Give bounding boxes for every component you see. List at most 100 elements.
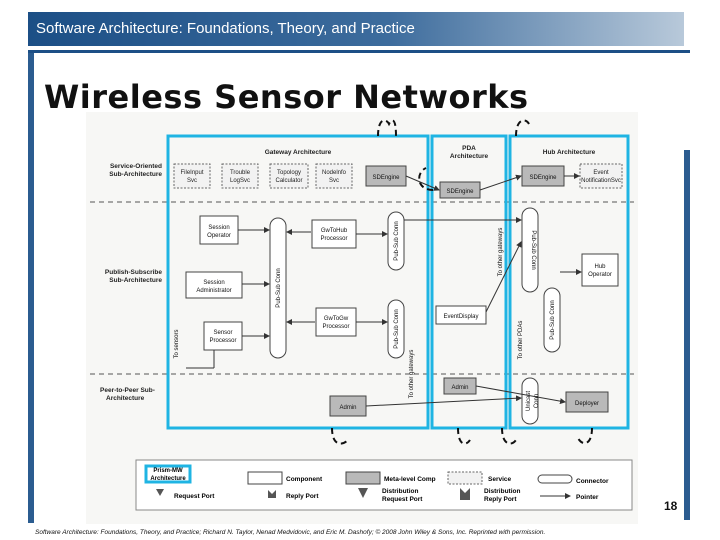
session-administrator-label-1: Session	[203, 280, 224, 286]
right-frame	[684, 150, 690, 520]
legend-meta-swatch	[345, 471, 381, 485]
unicast-label-1: Unicast	[526, 391, 532, 411]
pubsub-left-label: Pub-Sub Conn	[276, 268, 282, 307]
unicast-conn	[521, 377, 539, 425]
gw-to-hub-processor	[311, 219, 357, 249]
pda-left-loop	[418, 167, 434, 191]
service-fileinput	[173, 163, 211, 189]
gateway-title: Gateway Architecture	[265, 149, 332, 156]
hub-title: Hub Architecture	[543, 149, 596, 156]
header-rule	[28, 50, 690, 53]
service-nodeinfo	[315, 163, 353, 189]
service-troublelog-label-2: LogSvc	[230, 178, 250, 184]
arrow-eventdisplay-to-hub	[485, 241, 522, 313]
to-sensors-label: To sensors	[174, 329, 180, 358]
hub-deployer	[565, 391, 609, 413]
hub-operator-label-1: Hub	[594, 264, 606, 270]
legend-dist-request-icon	[358, 488, 368, 498]
gateway-bottom-loop	[331, 427, 349, 445]
service-fileinput-label-1: FileInput	[180, 170, 203, 176]
pda-to-other-gateways-label: To other gateways	[498, 228, 504, 277]
service-topology	[269, 163, 309, 189]
hub-pubsub-conn-top	[521, 207, 539, 293]
sensor-processor	[203, 321, 243, 351]
gateway-architecture-frame	[166, 134, 430, 430]
legend-request-port-icon	[156, 489, 164, 496]
legend-meta-label: Meta-level Comp	[384, 476, 436, 483]
service-nodeinfo-label-1: Nodelnfo	[322, 170, 347, 176]
hub-operator	[581, 253, 619, 287]
session-administrator	[185, 271, 243, 299]
pda-title-1: PDA	[462, 145, 476, 152]
label-peer-to-peer-1: Peer-to-Peer Sub-	[100, 387, 155, 394]
service-troublelog-label-1: Trouble	[230, 170, 251, 176]
pda-bottom-loop	[457, 427, 471, 445]
legend-prism-label-1: Prism-MW	[153, 468, 183, 474]
event-display	[435, 305, 487, 325]
hub-sdengine-label: SDEngine	[529, 175, 557, 181]
legend-reply-port-icon	[268, 490, 276, 498]
pda-architecture-frame	[430, 134, 508, 430]
pubsub-conn-right-bottom	[387, 299, 405, 359]
legend-dist-request-label-1: Distribution	[382, 488, 418, 495]
arrow-pda-admin-to-deployer	[475, 385, 566, 405]
service-event-notification-label-1: Event	[593, 170, 609, 176]
gw-to-gw-label-1: GwToGw	[324, 316, 349, 322]
page-number: 18	[664, 499, 678, 513]
arrow-pda-sdengine-hub	[479, 174, 522, 191]
pda-title-2: Architecture	[450, 153, 489, 160]
legend-prism-swatch	[144, 464, 192, 484]
label-publish-subscribe-2: Sub-Architecture	[109, 277, 162, 284]
gateway-top-loop	[377, 119, 397, 137]
session-operator	[199, 215, 239, 245]
legend-dist-request-label-2: Request Port	[382, 496, 423, 503]
footer-citation: Software Architecture: Foundations, Theo…	[35, 529, 546, 536]
service-event-notification-label-2: NotificationSvc	[581, 178, 621, 184]
service-event-notification	[579, 163, 623, 189]
legend-connector-swatch	[537, 474, 573, 484]
event-display-label: EventDisplay	[443, 314, 478, 320]
label-publish-subscribe-1: Publish-Subscribe	[105, 269, 162, 276]
unicast-label-2: Conn	[534, 394, 540, 408]
header-bar: Software Architecture: Foundations, Theo…	[28, 12, 684, 46]
hub-deployer-label: Deployer	[575, 401, 599, 407]
legend-reply-port-label: Reply Port	[286, 493, 319, 500]
hub-bottom-loop-left	[501, 427, 517, 445]
label-service-oriented-2: Sub-Architecture	[109, 171, 162, 178]
sensor-processor-label-1: Sensor	[213, 330, 232, 336]
legend-dist-reply-icon	[460, 488, 470, 500]
session-operator-label-1: Session	[208, 225, 229, 231]
slide-title: Wireless Sensor Networks	[44, 78, 529, 116]
pda-admin-label: Admin	[451, 385, 468, 391]
gw-to-hub-label-2: Processor	[320, 236, 347, 242]
hub-bottom-loop-right	[577, 427, 593, 445]
gateway-admin-label: Admin	[339, 405, 356, 411]
hub-pubsub-conn-bottom	[543, 287, 561, 353]
service-topology-label-1: Topology	[277, 170, 301, 176]
service-nodeinfo-label-2: Svc	[329, 178, 339, 184]
legend-request-port-label: Request Port	[174, 493, 215, 500]
legend-service-swatch	[447, 471, 483, 485]
label-service-oriented-1: Service-Oriented	[110, 163, 162, 170]
pubsub-right-bottom-label: Pub-Sub Conn	[394, 309, 400, 348]
header-title: Software Architecture: Foundations, Theo…	[36, 20, 415, 37]
hub-pubsub-top-label: Pub-Sub Conn	[530, 230, 536, 269]
legend-dist-reply-label-2: Reply Port	[484, 496, 517, 503]
legend-component-swatch	[247, 471, 283, 485]
to-other-pdas-label: To other PDAs	[518, 321, 524, 360]
service-topology-label-2: Calculator	[275, 178, 302, 184]
legend-component-label: Component	[286, 476, 323, 483]
hub-architecture-frame	[508, 134, 630, 430]
legend-pointer-label: Pointer	[576, 494, 599, 501]
session-administrator-label-2: Administrator	[196, 288, 231, 294]
pubsub-right-top-label: Pub-Sub Conn	[394, 221, 400, 260]
legend-dist-reply-label-1: Distribution	[484, 488, 520, 495]
sensor-processor-label-2: Processor	[209, 338, 236, 344]
label-peer-to-peer-2: Architecture	[106, 395, 145, 402]
service-troublelog	[221, 163, 259, 189]
gateway-sdengine-label: SDEngine	[372, 175, 400, 181]
legend-connector-label: Connector	[576, 478, 609, 485]
gw-to-gw-label-2: Processor	[322, 324, 349, 330]
hub-operator-label-2: Operator	[588, 272, 612, 278]
gw-to-hub-label-1: GwToHub	[321, 228, 348, 234]
